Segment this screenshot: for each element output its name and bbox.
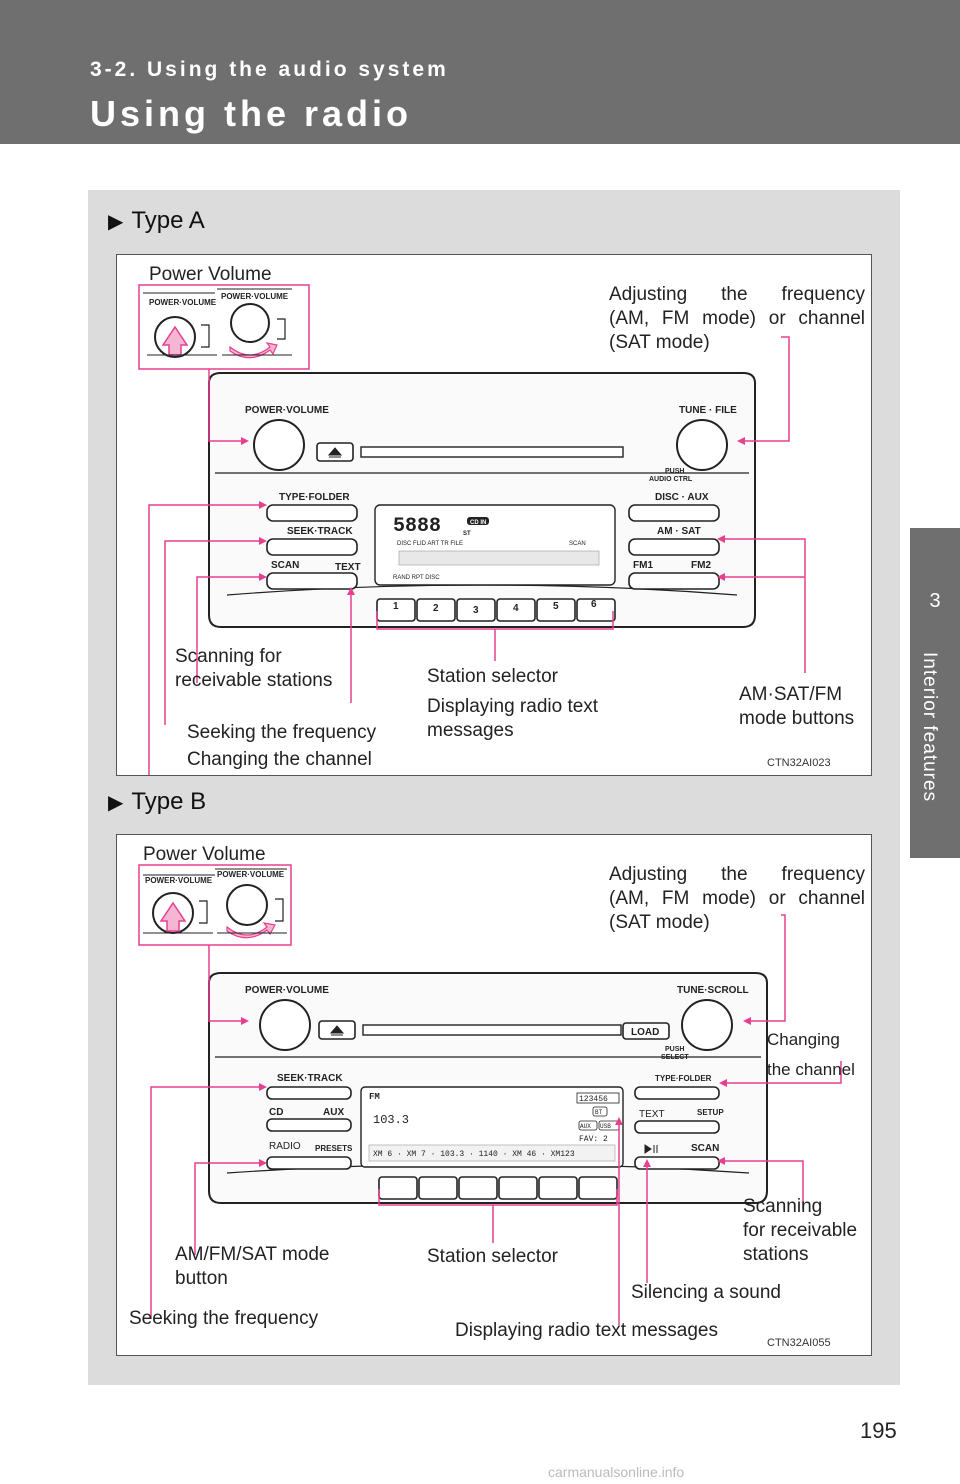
- svg-text:SETUP: SETUP: [697, 1108, 724, 1117]
- svg-text:USB: USB: [600, 1123, 611, 1130]
- svg-text:TEXT: TEXT: [335, 562, 361, 573]
- svg-text:2: 2: [433, 603, 439, 614]
- svg-text:FAV: 2: FAV: 2: [579, 1135, 608, 1144]
- triangle-right-icon: ▶: [108, 211, 124, 233]
- power-knob-inset: POWER·VOLUME: [143, 874, 215, 934]
- svg-text:DISC FLID ART TR FILE: DISC FLID ART TR FILE: [397, 541, 463, 547]
- svg-text:RADIO: RADIO: [269, 1141, 301, 1152]
- svg-text:AUX: AUX: [580, 1123, 591, 1130]
- volume-knob-inset: POWER·VOLUME: [217, 288, 292, 359]
- svg-text:AUDIO CTRL: AUDIO CTRL: [649, 476, 693, 483]
- svg-text:POWER·VOLUME: POWER·VOLUME: [245, 405, 329, 416]
- svg-text:6: 6: [591, 599, 597, 610]
- station-selector-label: Station selector: [427, 1246, 558, 1267]
- power-volume-label: Power Volume: [149, 264, 272, 285]
- svg-text:123456: 123456: [579, 1095, 608, 1104]
- head-unit-a: POWER·VOLUME TUNE · FILE PUSH AUDIO CTRL…: [208, 372, 756, 628]
- type-a-figure: POWER·VOLUME POWER·VOLUME POWER·VOLUME T…: [116, 254, 872, 776]
- adjusting-frequency-label: Adjusting the frequency(AM, FM mode) or …: [609, 864, 865, 933]
- seeking-label: Seeking the frequency: [129, 1308, 319, 1329]
- chapter-number: 3: [929, 590, 941, 612]
- svg-text:RAND RPT DISC: RAND RPT DISC: [393, 575, 440, 581]
- type-a-diagram: POWER·VOLUME POWER·VOLUME POWER·VOLUME T…: [138, 284, 806, 775]
- svg-text:CD IN: CD IN: [470, 520, 486, 526]
- seeking-label: Seeking the frequency: [187, 722, 377, 743]
- svg-text:ST: ST: [463, 531, 471, 537]
- svg-text:POWER·VOLUME: POWER·VOLUME: [149, 298, 217, 307]
- type-a-heading: ▶Type A: [108, 207, 205, 234]
- preset-buttons-a: 1 2 3 4 5 6: [376, 598, 616, 622]
- svg-text:SELECT: SELECT: [661, 1054, 689, 1061]
- svg-text:XM 6 · XM 7 · 103.3 · 1140 · X: XM 6 · XM 7 · 103.3 · 1140 · XM 46 · XM1…: [373, 1150, 575, 1159]
- volume-knob-inset: POWER·VOLUME: [215, 868, 287, 939]
- svg-text:SCAN: SCAN: [271, 560, 299, 571]
- svg-text:3: 3: [473, 605, 479, 616]
- adjusting-frequency-label: Adjusting the frequency(AM, FM mode) or …: [609, 284, 865, 353]
- svg-text:PUSH: PUSH: [665, 468, 684, 475]
- chapter-label: Interior features: [919, 652, 940, 803]
- page-title: Using the radio: [90, 93, 413, 134]
- svg-text:FM: FM: [369, 1092, 380, 1102]
- svg-text:TYPE·FOLDER: TYPE·FOLDER: [655, 1074, 712, 1083]
- svg-text:BT: BT: [595, 1109, 603, 1116]
- svg-text:1: 1: [393, 601, 399, 612]
- svg-text:LOAD: LOAD: [631, 1027, 659, 1038]
- svg-text:SCAN: SCAN: [569, 541, 586, 547]
- head-unit-b: POWER·VOLUME TUNE·SCROLL PUSH SELECT LOA…: [208, 972, 768, 1204]
- svg-text:TYPE·FOLDER: TYPE·FOLDER: [279, 492, 350, 503]
- svg-text:DISC · AUX: DISC · AUX: [655, 492, 709, 503]
- svg-text:POWER·VOLUME: POWER·VOLUME: [221, 292, 289, 301]
- svg-text:TUNE · FILE: TUNE · FILE: [679, 405, 737, 416]
- svg-text:5: 5: [553, 601, 559, 612]
- figure-code: CTN32AI055: [767, 1337, 831, 1349]
- svg-text:103.3: 103.3: [373, 1113, 409, 1127]
- preset-buttons-b: [378, 1176, 618, 1200]
- svg-text:POWER·VOLUME: POWER·VOLUME: [145, 876, 213, 885]
- svg-text:PRESETS: PRESETS: [315, 1144, 353, 1153]
- power-knob-inset: POWER·VOLUME: [143, 292, 217, 358]
- power-volume-label: Power Volume: [143, 844, 266, 865]
- svg-text:FM1: FM1: [633, 560, 653, 571]
- svg-text:AUX: AUX: [323, 1107, 344, 1118]
- svg-text:TUNE·SCROLL: TUNE·SCROLL: [677, 985, 749, 996]
- svg-text:5888: 5888: [393, 515, 441, 538]
- svg-text:POWER·VOLUME: POWER·VOLUME: [217, 870, 285, 879]
- changing-channel-label: Changing the channel: [187, 749, 372, 770]
- page-number: 195: [860, 1418, 897, 1443]
- svg-text:POWER·VOLUME: POWER·VOLUME: [245, 985, 329, 996]
- triangle-right-icon: ▶: [108, 792, 124, 814]
- watermark: carmanualsonline.info: [548, 1464, 685, 1480]
- svg-text:PUSH: PUSH: [665, 1046, 684, 1053]
- figure-code: CTN32AI023: [767, 757, 831, 769]
- radio-text-label: Displaying radio text messages: [455, 1320, 718, 1341]
- silencing-label: Silencing a sound: [631, 1282, 781, 1303]
- section-heading: 3-2. Using the audio system: [90, 58, 449, 81]
- svg-text:FM2: FM2: [691, 560, 711, 571]
- header-bar: [0, 0, 960, 144]
- type-b-diagram: POWER·VOLUME POWER·VOLUME POWER·VOLUME T…: [138, 864, 842, 1325]
- svg-text:SEEK·TRACK: SEEK·TRACK: [287, 526, 353, 537]
- svg-text:SCAN: SCAN: [691, 1143, 719, 1154]
- svg-text:AM · SAT: AM · SAT: [657, 526, 701, 537]
- svg-text:TEXT: TEXT: [639, 1109, 665, 1120]
- chapter-tab: [910, 528, 960, 858]
- type-b-heading: ▶Type B: [108, 788, 207, 815]
- svg-text:SEEK·TRACK: SEEK·TRACK: [277, 1073, 343, 1084]
- svg-text:4: 4: [513, 603, 519, 614]
- type-b-figure: POWER·VOLUME POWER·VOLUME POWER·VOLUME T…: [116, 834, 872, 1356]
- svg-text:CD: CD: [269, 1107, 283, 1118]
- station-selector-label: Station selector: [427, 666, 558, 687]
